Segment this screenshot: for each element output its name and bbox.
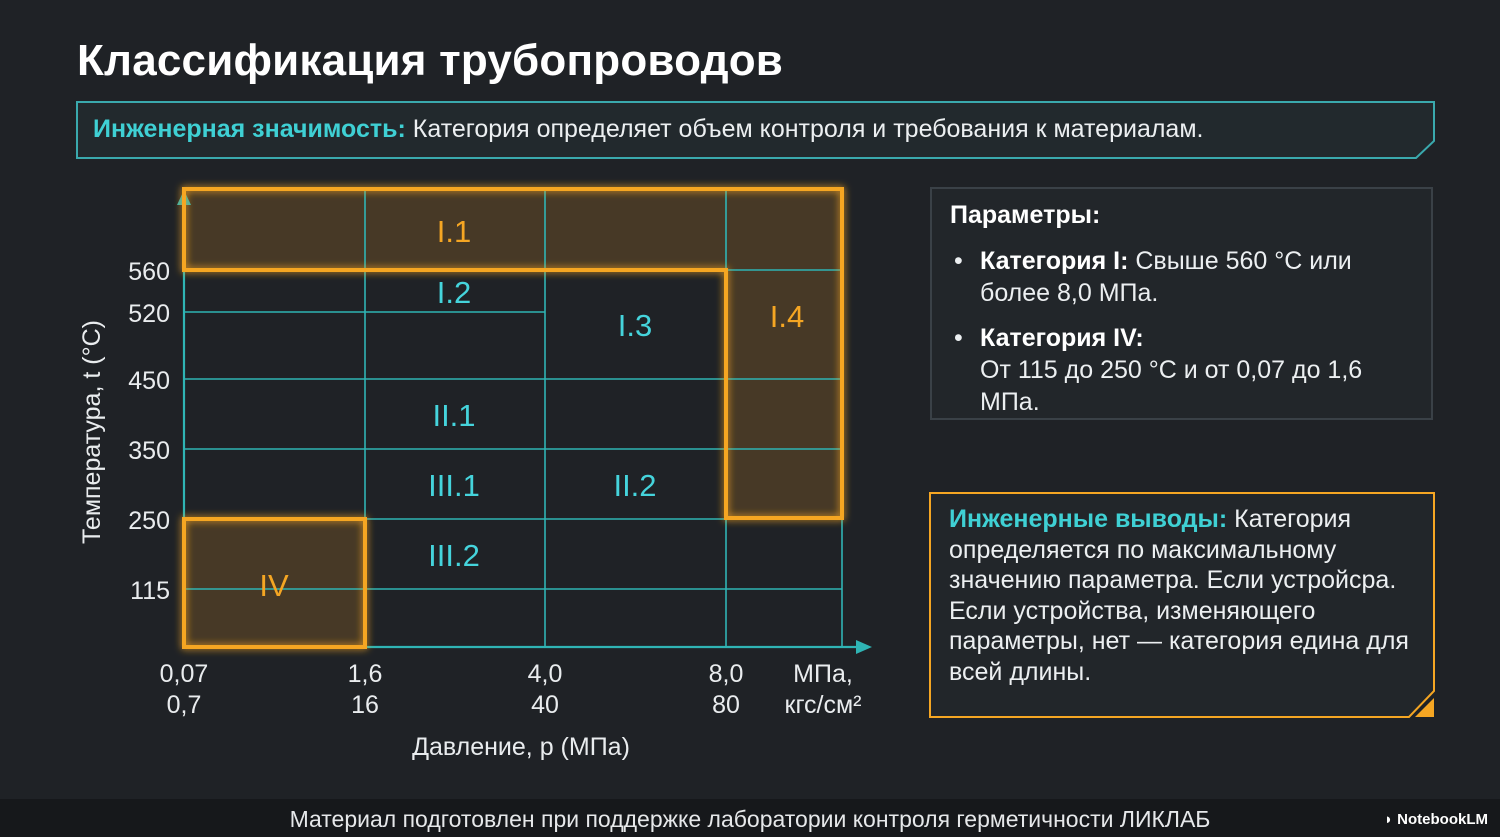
engineering-conclusions-panel: Инженерные выводы: Категория определяетс… <box>929 492 1435 718</box>
y-tick-450: 450 <box>128 367 170 395</box>
conclusions-label: Инженерные выводы: <box>949 505 1228 533</box>
category-II2-label: II.2 <box>613 468 656 503</box>
parameter-text: От 115 до 250 °С и от 0,07 до 1,6 МПа. <box>980 356 1363 416</box>
parameters-title: Параметры: <box>950 201 1101 229</box>
x-axis-arrow <box>856 640 872 654</box>
brand-logo: ◗ NotebookLM <box>1384 811 1488 828</box>
x-tick-mpa-0: 0,07 <box>160 660 209 688</box>
x-tick-kgf-1: 16 <box>351 691 379 719</box>
y-tick-560: 560 <box>128 258 170 286</box>
x-tick-mpa-2: 4,0 <box>528 660 563 688</box>
y-tick-520: 520 <box>128 300 170 328</box>
significance-banner: Инженерная значимость: Категория определ… <box>76 101 1435 159</box>
category-I1-label: I.1 <box>437 214 471 249</box>
banner-frame <box>76 101 1435 159</box>
category-I4-label: I.4 <box>770 299 804 334</box>
page-title: Классификация трубопроводов <box>77 36 784 85</box>
parameter-head: Категория IV: <box>980 324 1144 352</box>
brand-name: NotebookLM <box>1397 811 1488 828</box>
footer-bar: Материал подготовлен при поддержке лабор… <box>0 799 1500 837</box>
category-IV-label: IV <box>259 568 289 603</box>
x-unit-kgf: кгс/см² <box>785 691 862 719</box>
x-unit-mpa: МПа, <box>793 660 853 688</box>
conclusions-frame <box>929 492 1435 718</box>
category-III1-label: III.1 <box>428 468 480 503</box>
y-tick-350: 350 <box>128 437 170 465</box>
bullet-icon: • <box>954 247 963 275</box>
y-tick-250: 250 <box>128 507 170 535</box>
x-tick-kgf-2: 40 <box>531 691 559 719</box>
conclusions-text: Инженерные выводы: Категория определяетс… <box>949 504 1419 687</box>
category-I2-label: I.2 <box>437 275 471 310</box>
y-tick-115: 115 <box>130 577 170 605</box>
category-III2-label: III.2 <box>428 538 480 573</box>
bullet-icon: • <box>954 324 963 352</box>
banner-text: Инженерная значимость: Категория определ… <box>93 115 1203 144</box>
banner-label: Инженерная значимость: <box>93 115 406 143</box>
parameter-head: Категория I: <box>980 247 1129 275</box>
footer-credit: Материал подготовлен при поддержке лабор… <box>289 806 1211 832</box>
x-tick-mpa-3: 8,0 <box>709 660 744 688</box>
pipeline-category-diagram: I.1 I.2 I.3 I.4 II.1 II.2 III.1 III.2 IV… <box>78 187 872 761</box>
x-tick-mpa-1: 1,6 <box>348 660 383 688</box>
corner-marker <box>1415 698 1434 717</box>
highlight-outlines <box>182 187 844 649</box>
category-I3-label: I.3 <box>618 308 652 343</box>
parameter-text: Свыше 560 °С или более 8,0 МПа. <box>980 247 1352 307</box>
x-tick-kgf-3: 80 <box>712 691 740 719</box>
highlight-fills <box>184 189 842 647</box>
x-axis-label: Давление, p (МПа) <box>412 733 630 761</box>
parameters-panel: Параметры: • Категория I: Свыше 560 °С и… <box>930 187 1433 420</box>
banner-body: Категория определяет объем контроля и тр… <box>405 115 1204 143</box>
x-tick-kgf-0: 0,7 <box>167 691 202 719</box>
conclusions-body: Категория определяется по максимальному … <box>949 505 1409 686</box>
category-II1-label: II.1 <box>432 398 475 433</box>
brand-icon: ◗ <box>1383 811 1398 828</box>
y-axis-label: Температура, t (°C) <box>78 320 106 544</box>
